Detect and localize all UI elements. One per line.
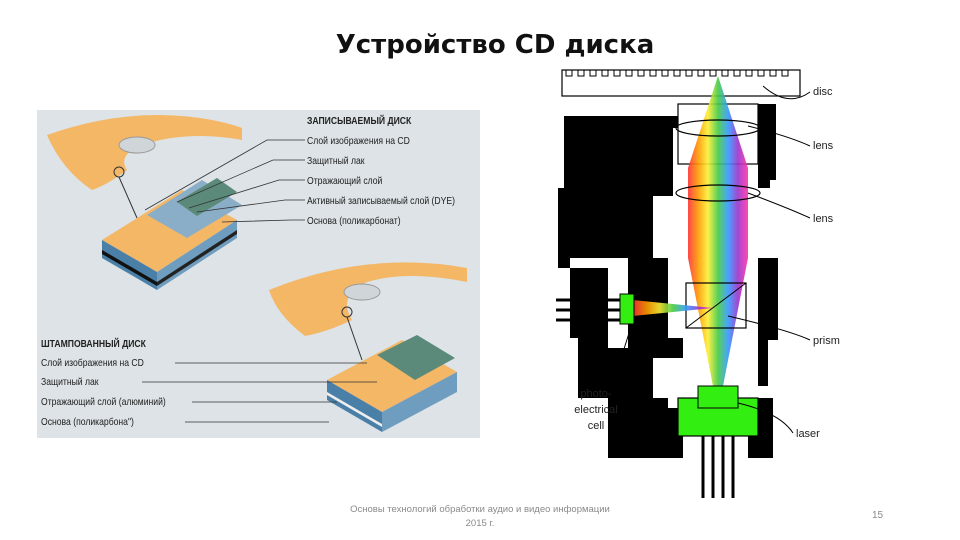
housing-left-mid [570, 258, 683, 398]
photocell-label-3: cell [587, 420, 605, 432]
pressed-layer-label: Основа (поликарбона") [41, 416, 134, 428]
disc-label: disc [813, 86, 833, 98]
footer-year: 2015 г. [465, 518, 495, 529]
pressed-block-aluminium [327, 392, 382, 427]
prism-label: prism [813, 335, 840, 347]
reflected-beam [633, 300, 713, 316]
disc-pits [565, 70, 789, 77]
pressed-layer-label: Слой изображения на CD [41, 357, 144, 369]
optical-pickup-drawing [556, 69, 811, 498]
pressed-block-pits [377, 335, 455, 380]
recordable-layer-label: Слой изображения на CD [307, 135, 410, 147]
optics-leader-lines [607, 85, 811, 434]
lens-bottom-label: lens [813, 213, 834, 225]
recordable-heading: ЗАПИСЫВАЕМЫЙ ДИСК [307, 115, 412, 127]
pressed-disc-shape [269, 262, 467, 336]
housing-left-upper [558, 116, 683, 268]
optical-pickup-figure: disc lens lens prism photo- electrical c… [548, 68, 860, 500]
cd-layers-drawing [47, 115, 467, 432]
pressed-heading: ШТАМПОВАННЫЙ ДИСК [41, 338, 146, 350]
pressed-magnifier-line [346, 316, 363, 361]
recordable-layer-label: Основа (поликарбонат) [307, 215, 401, 227]
recordable-block-pits [177, 178, 237, 216]
pressed-block-side [382, 372, 457, 432]
prism-diagonal [685, 282, 747, 329]
lens-bottom-shape [675, 184, 761, 202]
lens-top-shape [675, 119, 761, 137]
cd-layers-figure: ЗАПИСЫВАЕМЫЙ ДИСК Слой изображения на CD… [37, 110, 480, 438]
recordable-magnifier-line [118, 176, 138, 219]
photocell-label-2: electrical [574, 404, 618, 416]
photocell-pins [556, 298, 620, 322]
recordable-block-reflective-side [157, 230, 237, 286]
recordable-layer-label: Защитный лак [307, 155, 365, 167]
recordable-leader-lines [144, 139, 305, 223]
photocell-body [619, 293, 635, 325]
housing-right-upper [753, 104, 776, 188]
laser-pins [701, 436, 735, 498]
housing-right-mid [758, 258, 778, 386]
housing-left-lower [608, 398, 683, 458]
recordable-block-reflective [102, 250, 157, 286]
recordable-disc-shape [47, 115, 242, 190]
lens-top-label: lens [813, 140, 834, 152]
pressed-leader-lines [142, 362, 377, 423]
laser-diode [697, 385, 739, 409]
recordable-layer-label: Отражающий слой [307, 175, 383, 187]
slide-title: Устройство CD диска [335, 30, 655, 60]
pressed-layer-label: Отражающий слой (алюминий) [41, 396, 166, 408]
recordable-layer-label: Активный записываемый слой (DYE) [307, 195, 455, 207]
pressed-layer-label: Защитный лак [41, 376, 99, 388]
recordable-disc-hole [118, 136, 156, 154]
photocell-label-1: photo- [580, 388, 612, 400]
footer-course: Основы технологий обработки аудио и виде… [350, 504, 610, 515]
slide-footer: Основы технологий обработки аудио и виде… [300, 503, 660, 531]
laser-label: laser [796, 428, 820, 440]
page-number: 15 [872, 510, 884, 521]
pressed-disc-hole [343, 283, 381, 301]
